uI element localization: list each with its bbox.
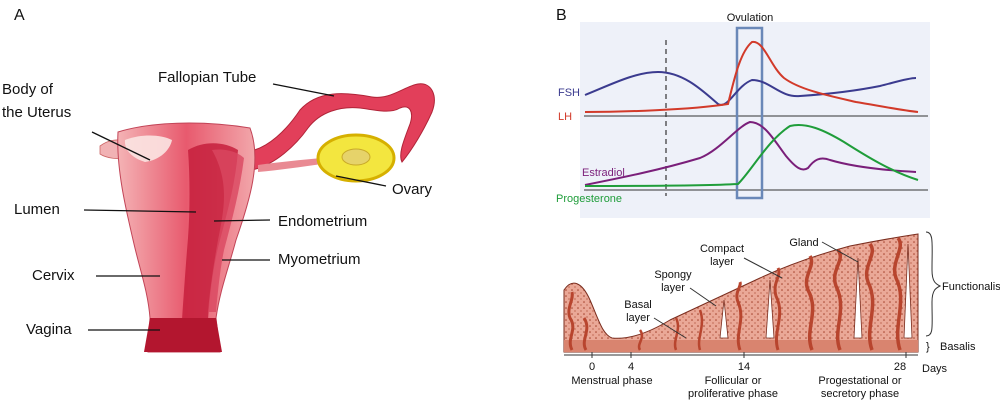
fsh-curve bbox=[584, 70, 917, 106]
panel-a: A Body of the Uterus Fallopian Tube Ova bbox=[2, 7, 435, 353]
vagina-label: Vagina bbox=[26, 321, 72, 338]
gland-3 bbox=[673, 317, 680, 351]
ovulation-label: Ovulation bbox=[727, 12, 773, 24]
gland-1 bbox=[582, 317, 589, 351]
menstrual-phase-label: Menstrual phase bbox=[571, 375, 652, 387]
spongy-layer-label-1: Spongy bbox=[654, 269, 692, 281]
day-label-14: 14 bbox=[738, 361, 750, 373]
functionalis-brace bbox=[925, 231, 942, 337]
secretory-phase-label-2: secretory phase bbox=[821, 388, 899, 400]
panel-b: B Ovulation FSH LH Estradiol Progesteron… bbox=[556, 7, 930, 218]
gland-lumen-2 bbox=[765, 279, 775, 339]
myometrium-cut-shape bbox=[208, 149, 244, 312]
gland-8 bbox=[832, 248, 843, 351]
lh-curve bbox=[584, 41, 919, 113]
progesterone-label: Progesterone bbox=[556, 193, 622, 205]
ovulation-window bbox=[735, 26, 764, 200]
gland-6 bbox=[773, 267, 782, 351]
gland-4 bbox=[697, 309, 704, 351]
endometrium-diagram: 0 4 14 28 Days Menstrual phase Follicula… bbox=[563, 231, 1000, 400]
basalis-brace: } bbox=[926, 341, 930, 353]
body-of-uterus-label-1: Body of bbox=[2, 81, 54, 98]
lh-label: LH bbox=[558, 111, 572, 123]
ovarian-ligament-shape bbox=[258, 158, 322, 172]
cervix-label: Cervix bbox=[32, 267, 75, 284]
compact-layer-label-2: layer bbox=[710, 256, 734, 268]
fsh-label: FSH bbox=[558, 87, 580, 99]
follicular-phase-label-1: Follicular or bbox=[705, 375, 762, 387]
uterus-highlight-shape bbox=[124, 135, 172, 162]
estradiol-curve bbox=[584, 120, 917, 186]
ovary-follicle-shape bbox=[341, 148, 371, 166]
estradiol-label: Estradiol bbox=[582, 167, 625, 179]
gland-5 bbox=[735, 281, 743, 351]
follicular-phase-label-2: proliferative phase bbox=[688, 388, 778, 400]
spongy-layer-leader bbox=[689, 287, 717, 307]
fallopian-tube-label: Fallopian Tube bbox=[158, 69, 256, 86]
gland-2 bbox=[637, 329, 644, 351]
lumen-leader bbox=[83, 209, 197, 213]
gland-lumen-3 bbox=[853, 257, 863, 339]
progesterone-curve bbox=[584, 124, 919, 187]
day-label-28: 28 bbox=[894, 361, 906, 373]
body-of-uterus-leader bbox=[91, 131, 151, 161]
endometrium-tissue-shape bbox=[563, 233, 919, 353]
endometrium-leader bbox=[213, 219, 271, 222]
gland-leader bbox=[821, 241, 859, 263]
vagina-shape bbox=[144, 318, 222, 352]
gland-10 bbox=[892, 236, 903, 351]
day-label-4: 4 bbox=[628, 361, 634, 373]
functionalis-label: Functionalis bbox=[942, 281, 1000, 293]
basalis-band bbox=[564, 340, 918, 352]
fallopian-tube-leader bbox=[272, 83, 335, 97]
fallopian-tube-shape bbox=[244, 83, 435, 171]
gland-lumen-4 bbox=[903, 243, 913, 339]
day-label-0: 0 bbox=[589, 361, 595, 373]
ovary-label: Ovary bbox=[392, 181, 433, 198]
gland-7 bbox=[804, 255, 815, 351]
compact-layer-leader bbox=[743, 257, 783, 279]
gland-label: Gland bbox=[789, 237, 818, 249]
basal-layer-label-2: layer bbox=[626, 312, 650, 324]
lumen-label: Lumen bbox=[14, 201, 60, 218]
basal-layer-leader bbox=[653, 317, 687, 339]
days-label: Days bbox=[922, 363, 948, 375]
body-of-uterus-label-2: the Uterus bbox=[2, 104, 71, 121]
basalis-label: Basalis bbox=[940, 341, 976, 353]
gland-9 bbox=[864, 242, 875, 351]
ovary-leader bbox=[335, 175, 387, 187]
hormone-panel-background bbox=[580, 22, 930, 218]
panel-b-letter: B bbox=[556, 7, 567, 24]
panel-a-letter: A bbox=[14, 7, 25, 24]
endometrium-label: Endometrium bbox=[278, 213, 367, 230]
gland-lumen-1 bbox=[719, 299, 729, 339]
gland-0 bbox=[567, 291, 575, 351]
compact-layer-label-1: Compact bbox=[700, 243, 744, 255]
spongy-layer-label-2: layer bbox=[661, 282, 685, 294]
basal-layer-label-1: Basal bbox=[624, 299, 652, 311]
secretory-phase-label-1: Progestational or bbox=[818, 375, 901, 387]
myometrium-label: Myometrium bbox=[278, 251, 361, 268]
